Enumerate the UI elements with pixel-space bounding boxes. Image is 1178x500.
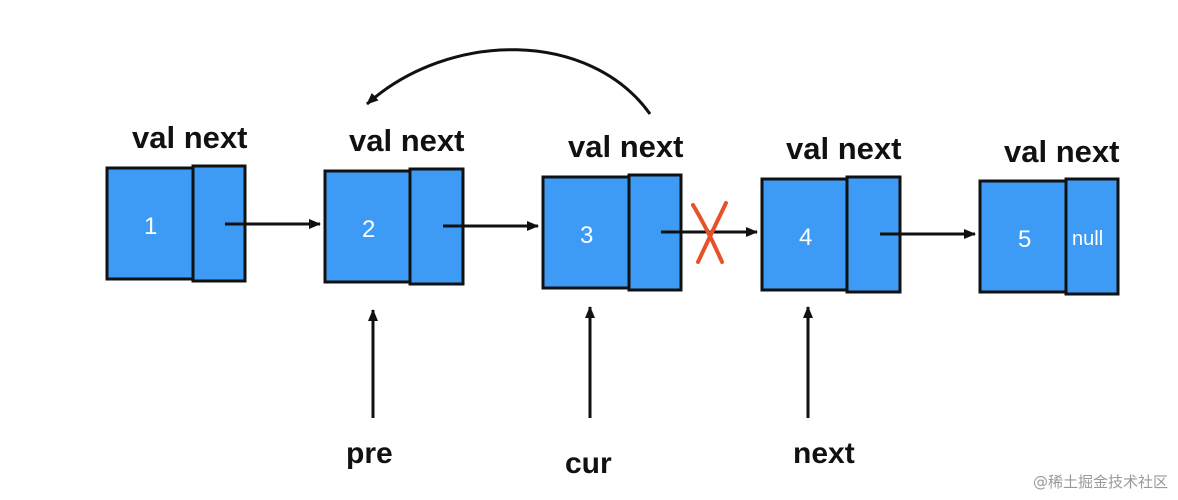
node-1-val-cell xyxy=(105,166,195,281)
pre-label: pre xyxy=(346,437,393,470)
cur-label: cur xyxy=(565,447,612,480)
node-1-header: val next xyxy=(132,120,248,155)
node-4 xyxy=(760,175,902,294)
node-5-header: val next xyxy=(1004,134,1120,169)
node-5 xyxy=(978,177,1120,296)
node-3-header: val next xyxy=(568,129,684,164)
node-1-value: 1 xyxy=(144,213,158,240)
node-3-val-cell xyxy=(541,175,631,290)
node-3-value: 3 xyxy=(580,222,594,249)
node-3 xyxy=(541,173,683,292)
watermark: @稀土掘金技术社区 xyxy=(1032,473,1168,491)
node-2-val-cell xyxy=(323,169,412,284)
next-label: next xyxy=(793,437,855,470)
node-2-header: val next xyxy=(349,123,465,158)
node-2-value: 2 xyxy=(362,216,376,243)
node-4-value: 4 xyxy=(799,224,813,251)
broken-link-cross xyxy=(691,201,728,264)
node-5-next-value: null xyxy=(1072,228,1104,250)
reverse-curve-arrow xyxy=(366,48,652,115)
node-5-val-cell xyxy=(978,179,1068,294)
node-1 xyxy=(105,164,247,283)
node-5-next-cell xyxy=(1064,177,1120,296)
node-4-header: val next xyxy=(786,131,902,166)
node-5-value: 5 xyxy=(1018,226,1032,253)
node-2 xyxy=(323,167,465,286)
node-4-val-cell xyxy=(760,177,849,292)
